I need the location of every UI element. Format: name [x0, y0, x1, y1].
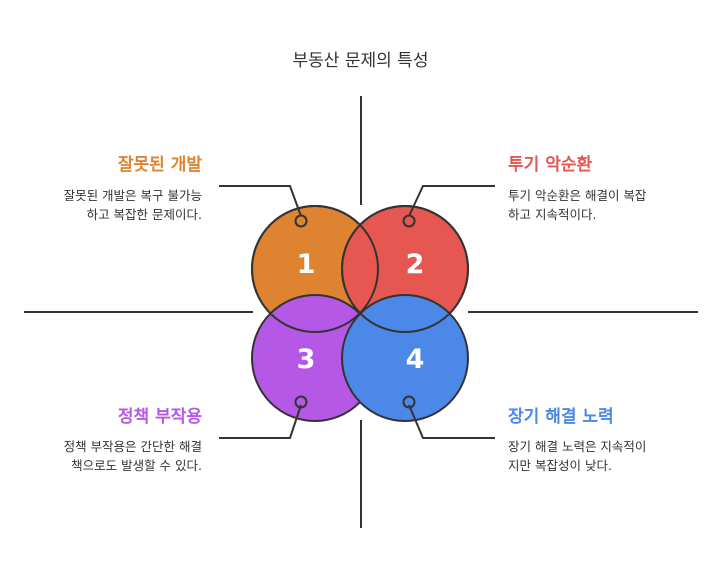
anchor-dot-1 — [294, 214, 308, 228]
heading-3: 정책 부작용 — [117, 407, 202, 427]
circle-number-3: 3 — [296, 344, 316, 375]
diagram-title: 부동산 문제의 특성 — [292, 51, 429, 71]
anchor-dot-2 — [402, 214, 416, 228]
circle-number-2: 2 — [405, 249, 425, 280]
anchor-dot-3 — [294, 395, 308, 409]
description-4: 장기 해결 노력은 지속적이 지만 복잡성이 낮다. — [508, 439, 647, 473]
circle-number-4: 4 — [405, 344, 425, 375]
description-2: 투기 악순환은 해결이 복잡 하고 지속적이다. — [508, 188, 647, 222]
connector-4 — [408, 404, 495, 439]
description-1: 잘못된 개발은 복구 불가능 하고 복잡한 문제이다. — [63, 188, 202, 222]
heading-1: 잘못된 개발 — [117, 155, 202, 175]
connector-1 — [219, 185, 302, 217]
anchor-dot-4 — [402, 395, 416, 409]
connector-2 — [408, 185, 495, 217]
connector-3 — [219, 404, 302, 439]
circle-4 — [341, 294, 469, 422]
heading-4: 장기 해결 노력 — [508, 407, 614, 427]
description-3: 정책 부작용은 간단한 해결 책으로도 발생할 수 있다. — [63, 439, 202, 473]
circle-number-1: 1 — [296, 249, 316, 280]
heading-2: 투기 악순환 — [508, 155, 593, 175]
